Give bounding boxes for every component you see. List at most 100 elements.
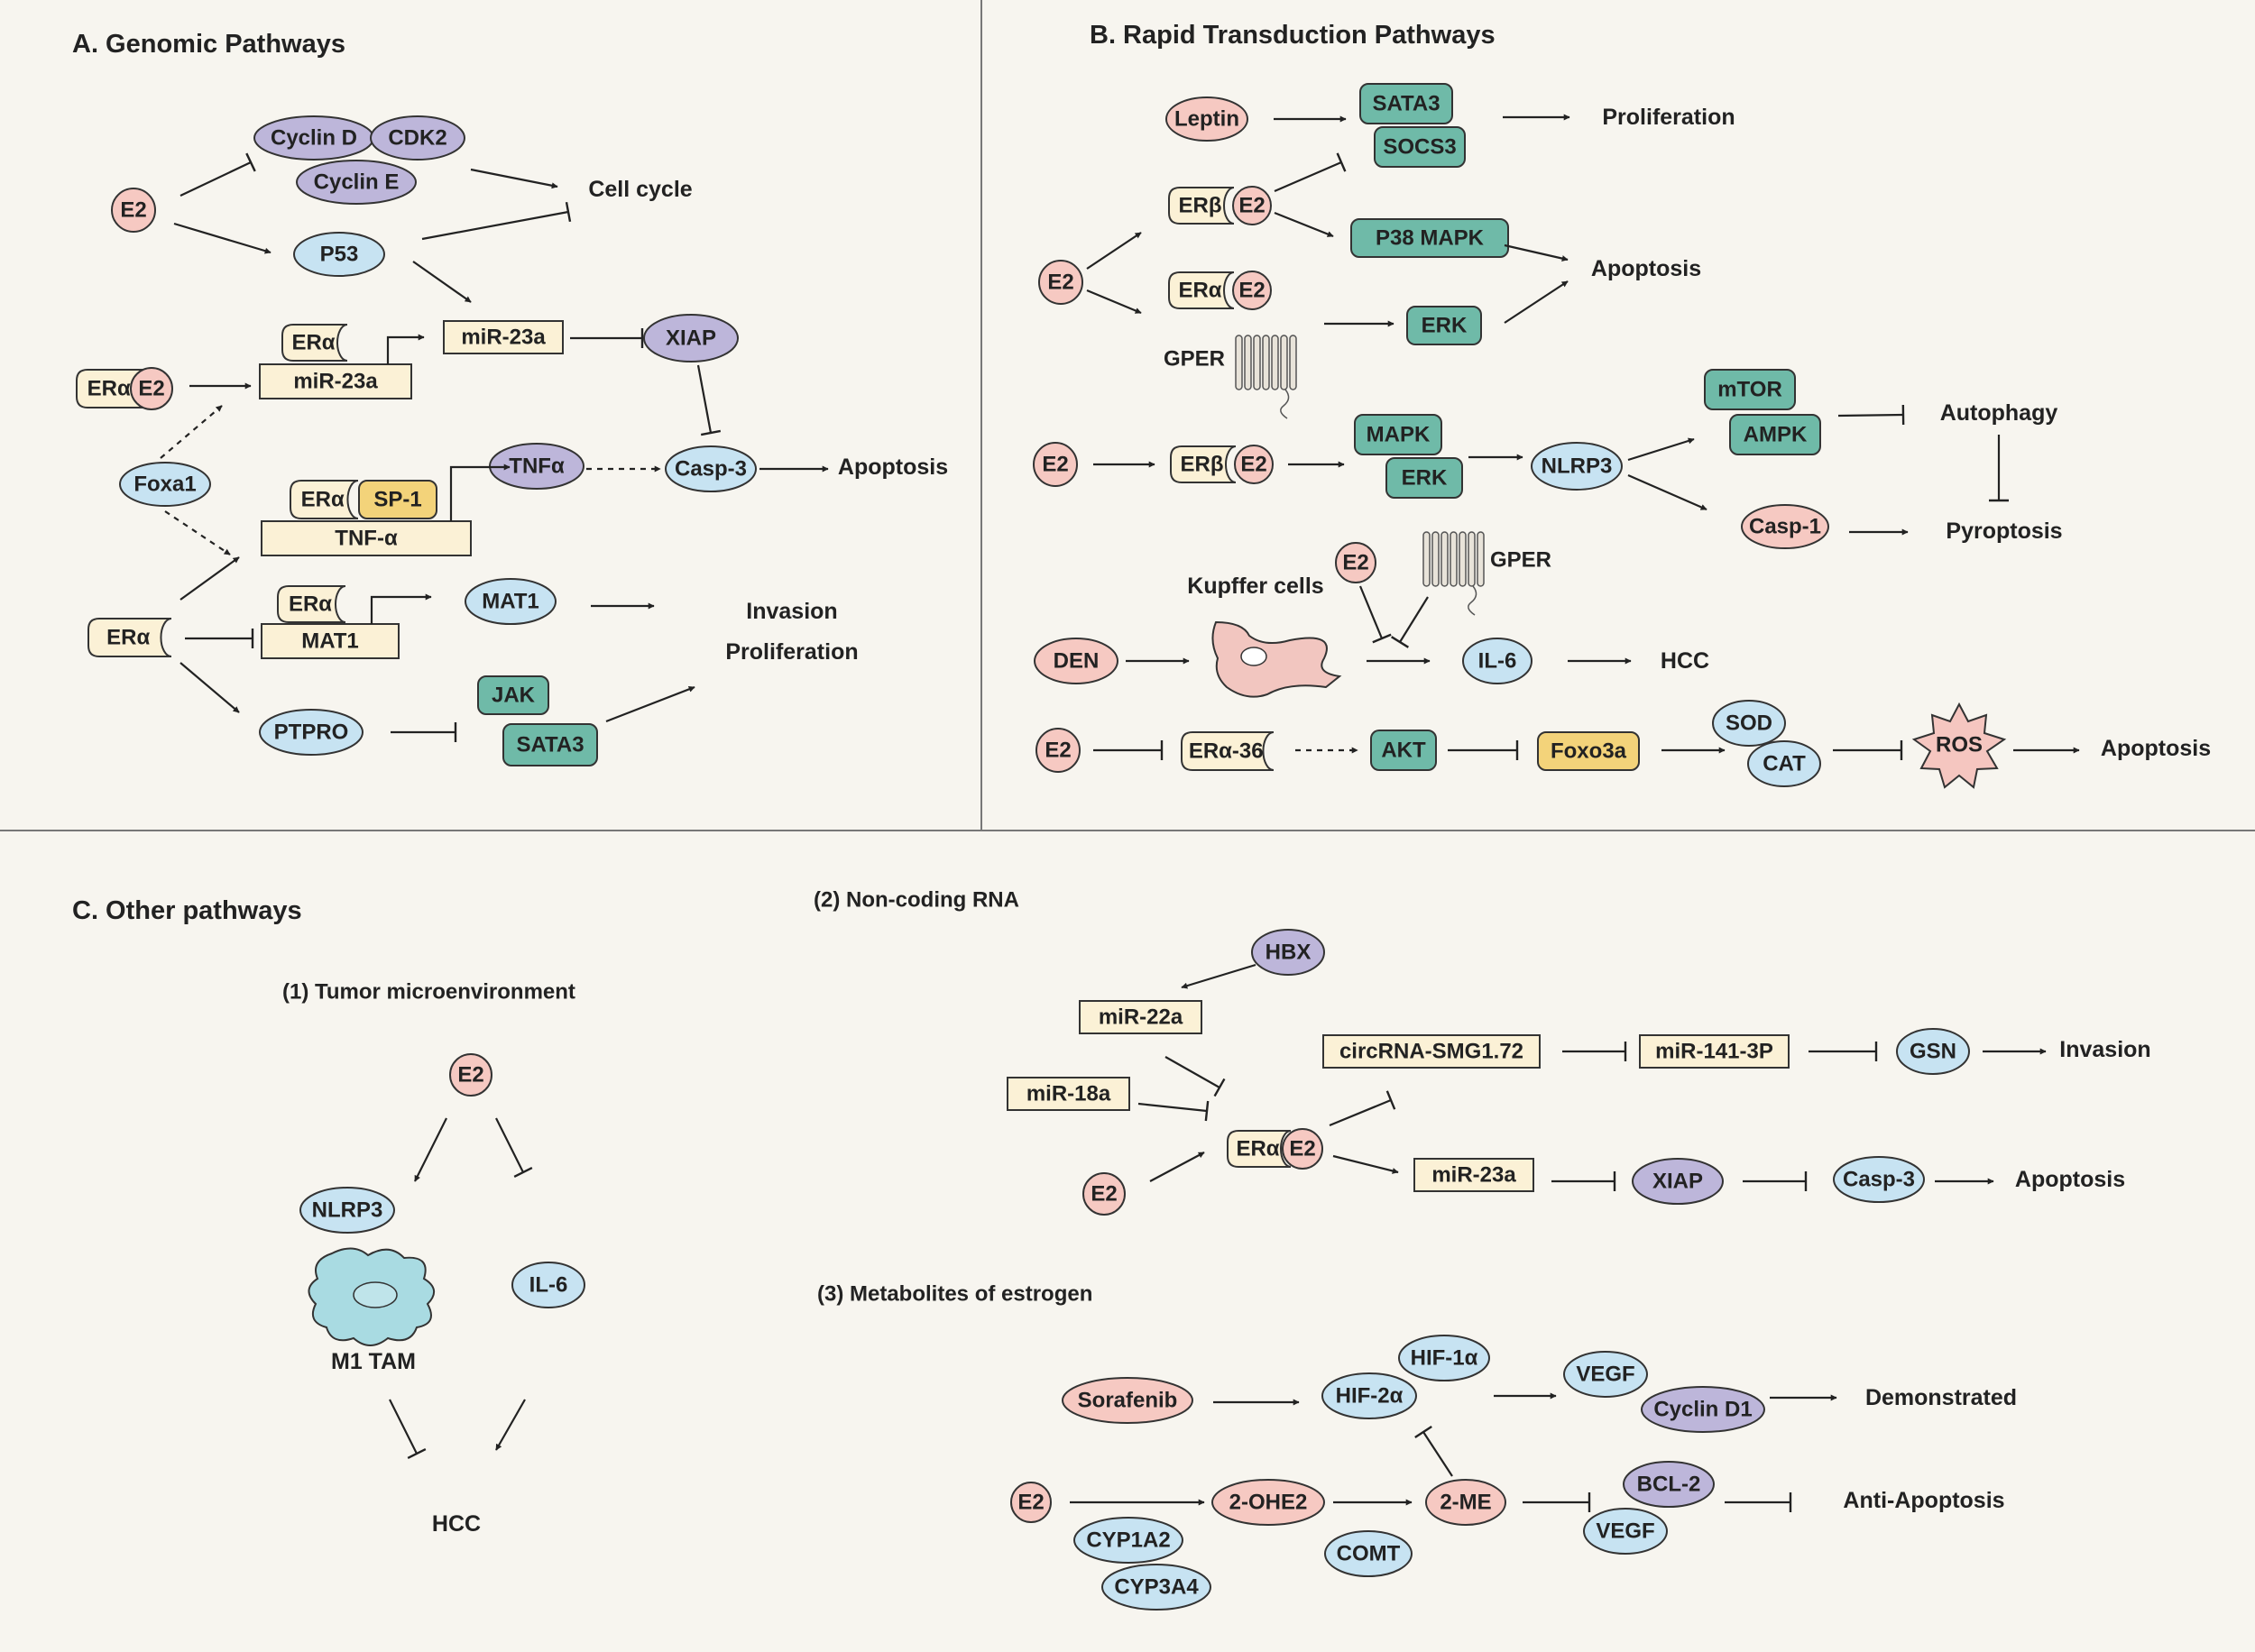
b-erb-complex-label: ERβ: [1179, 194, 1222, 218]
c2-era-e2-node: [1282, 1128, 1323, 1170]
b-e2-inhibits-kupffer: [1358, 585, 1384, 639]
c2-e2-node: [1082, 1172, 1126, 1216]
a-e2-inhibits-cyclins: [179, 161, 252, 197]
a-p53-inhibits-cellcycle: [421, 210, 569, 241]
a-mat1-label: MAT1: [482, 590, 539, 614]
a-sata3-node: [502, 723, 598, 766]
c3-2me-inhibits-hif: [1422, 1431, 1453, 1477]
c3-sorafenib-node: [1062, 1377, 1193, 1424]
a-foxa1-node: [119, 462, 211, 507]
a-invasion-label: Invasion: [746, 599, 837, 624]
b-cat-label: CAT: [1763, 752, 1806, 776]
a-foxa1-label: Foxa1: [133, 473, 196, 497]
a-xiap-node: [643, 314, 739, 363]
b-erb2-complex-receptor: [1170, 445, 1237, 483]
b-erb-to-p38: [1274, 211, 1334, 238]
c1-m1-tam-nucleus: [353, 1281, 398, 1308]
b-kupffer-nucleus: [1240, 647, 1267, 666]
a-apoptosis-label: Apoptosis: [838, 454, 948, 480]
b-era36-receptor: [1181, 731, 1275, 771]
b-mtor-label: mTOR: [1717, 378, 1782, 402]
b-erb2-e2-node: [1234, 445, 1274, 484]
c1-nlrp3-label: NLRP3: [312, 1198, 383, 1223]
a-mir23a-gene-label: miR-23a: [293, 370, 378, 394]
a-mat1-transcription-arrow: [370, 593, 432, 624]
a-tnf-transcription-arrow: [449, 463, 511, 521]
a-mat1-node: [465, 578, 557, 625]
c3-cyp3a4-label: CYP3A4: [1114, 1575, 1199, 1600]
b-cat-node: [1747, 740, 1821, 787]
b-foxo3a-label: Foxo3a: [1551, 739, 1627, 764]
b-gper2-receptor-icon: [1422, 531, 1485, 616]
c2-era-complex-label: ERα: [1236, 1137, 1279, 1161]
a-sp1-node: [358, 480, 437, 519]
b-den-label: DEN: [1054, 649, 1100, 674]
b-hcc-label: HCC: [1661, 648, 1709, 674]
section-c3-title: (3) Metabolites of estrogen: [817, 1282, 1092, 1307]
c3-sorafenib-label: Sorafenib: [1078, 1389, 1178, 1413]
a-mat1-gene-label: MAT1: [301, 629, 359, 654]
a-tnfa-label: TNFα: [509, 454, 565, 479]
b-sod-node: [1712, 700, 1786, 747]
section-c-title: C. Other pathways: [72, 896, 302, 925]
b-e2-3-label: E2: [1342, 551, 1368, 575]
c2-gsn-node: [1896, 1028, 1970, 1075]
a-tnf-gene-label: TNF-α: [335, 527, 398, 551]
c2-circrna-box: [1322, 1034, 1541, 1069]
b-e2-2-node: [1033, 442, 1078, 487]
c1-tam-inhibits-hcc: [389, 1399, 418, 1455]
b-ampk-label: AMPK: [1744, 423, 1808, 447]
c1-e2-to-nlrp3: [414, 1117, 447, 1182]
c3-cyp1a2-label: CYP1A2: [1086, 1528, 1170, 1553]
b-erb2-e2-label: E2: [1240, 453, 1266, 477]
c3-cyclind1-node: [1641, 1386, 1765, 1433]
b-il6-node: [1462, 638, 1532, 684]
b-e2-label: E2: [1047, 271, 1073, 295]
c3-vegf-label: VEGF: [1576, 1363, 1634, 1387]
a-tnf-gene-era-receptor: [290, 480, 359, 519]
b-ros-label: ROS: [1936, 733, 1983, 757]
b-pyroptosis-label: Pyroptosis: [1946, 519, 2062, 544]
b-erb-complex-receptor: [1168, 187, 1235, 225]
c3-vegf-node: [1563, 1351, 1648, 1398]
c2-hbx-to-mir22a: [1181, 963, 1256, 989]
a-e2-to-p53: [173, 222, 272, 254]
c1-e2-node: [449, 1053, 492, 1097]
a-tnf-gene-box: [261, 520, 472, 556]
c2-mir18a-box: [1007, 1077, 1130, 1111]
b-era-e2-node: [1232, 271, 1272, 310]
c2-mir141-box: [1639, 1034, 1790, 1069]
c2-era-to-mir23a: [1332, 1154, 1399, 1174]
c1-e2-inhibits-il6: [495, 1117, 524, 1173]
c2-mir22a-inhibits-era: [1164, 1056, 1220, 1088]
b-gper-receptor-icon: [1235, 335, 1297, 419]
a-mir23a-gene-era-label: ERα: [291, 331, 335, 355]
b-p38-mapk-label: P38 MAPK: [1376, 226, 1485, 251]
b-e2-3-node: [1335, 542, 1376, 583]
a-e2-node: [111, 188, 156, 233]
c2-mir22a-box: [1079, 1000, 1202, 1034]
b-socs3-label: SOCS3: [1383, 135, 1456, 160]
c2-apoptosis-label: Apoptosis: [2015, 1167, 2125, 1192]
section-c2-title: (2) Non-coding RNA: [814, 888, 1019, 913]
c3-me2-label: 2-ME: [1440, 1491, 1491, 1515]
b-mapk-label: MAPK: [1367, 423, 1431, 447]
a-era-main-receptor: [87, 618, 172, 657]
a-ptpro-label: PTPRO: [274, 720, 349, 745]
section-b-title: B. Rapid Transduction Pathways: [1090, 21, 1496, 50]
c2-xiap-label: XIAP: [1652, 1170, 1703, 1194]
c3-cyp1a2-node: [1073, 1517, 1183, 1564]
c2-mir18a-inhibits-era: [1137, 1102, 1208, 1113]
a-foxa1-to-mir23a: [160, 405, 223, 459]
b-gper-label: GPER: [1164, 347, 1225, 372]
c3-me2-node: [1425, 1479, 1506, 1526]
c2-hbx-label: HBX: [1266, 941, 1312, 965]
inhibition-bar: [1213, 1078, 1226, 1097]
a-sata3-label: SATA3: [516, 733, 584, 757]
c3-cyclind1-label: Cyclin D1: [1653, 1398, 1752, 1422]
c2-era-e2-label: E2: [1289, 1137, 1315, 1161]
b-sata3-label: SATA3: [1372, 92, 1440, 116]
a-era-e2-label: E2: [138, 377, 164, 401]
a-foxa1-to-tnf: [164, 510, 231, 555]
inhibition-bar: [1385, 1090, 1396, 1110]
